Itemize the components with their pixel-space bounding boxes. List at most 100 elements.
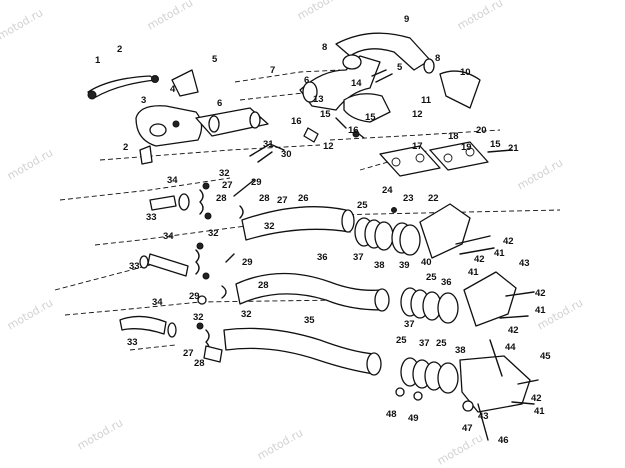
callout-label: 41 [494, 248, 505, 259]
exhaust-pipe [223, 327, 375, 375]
callout-label: 24 [382, 185, 393, 196]
washer [197, 295, 207, 305]
exhaust-pipe-36 [235, 272, 390, 312]
clamp-ring [374, 221, 394, 251]
callout-label: 29 [251, 177, 262, 188]
stud [489, 339, 503, 377]
watermark-text: motod.ru [75, 416, 125, 452]
callout-label: 11 [421, 95, 432, 106]
reference-line [64, 299, 341, 316]
callout-label: 43 [478, 411, 489, 422]
stud [371, 69, 393, 83]
callout-label: 25 [357, 200, 368, 211]
watermark-text: motod.ru [295, 0, 345, 23]
callout-label: 12 [323, 141, 334, 152]
callout-label: 27 [183, 348, 194, 359]
callout-label: 39 [399, 260, 410, 271]
exhaust-gasket [379, 145, 441, 177]
coupler-stack-middle [400, 271, 535, 327]
flange-hole [465, 147, 475, 157]
callout-label: 29 [242, 257, 253, 268]
callout-label: 42 [508, 325, 519, 336]
callout-label: 40 [421, 257, 432, 268]
callout-label: 25 [396, 335, 407, 346]
coupler-sleeve [147, 253, 189, 277]
long-bolt [477, 403, 489, 441]
airbox-assembly [135, 105, 269, 165]
mount-bolt [511, 379, 539, 405]
coupler-sleeve [149, 195, 177, 211]
watermark-text: motod.ru [0, 6, 45, 42]
watermark-text: motod.ru [5, 296, 55, 332]
reference-line [94, 209, 561, 246]
spring-anchor [196, 322, 204, 330]
watermark-text: motod.ru [255, 426, 305, 462]
hose-clip [303, 127, 319, 143]
outlet-housing [459, 355, 531, 413]
strap-end [87, 90, 97, 100]
washer [395, 387, 405, 397]
callout-label: 19 [461, 142, 472, 153]
exhaust-elbow [439, 70, 481, 109]
bellows-seal [399, 224, 421, 256]
flange-hole [443, 153, 453, 163]
bracket [203, 345, 223, 363]
outlet-flange [419, 203, 471, 259]
spring [199, 189, 204, 215]
airbox-housing [135, 105, 203, 147]
callout-label: 27 [277, 195, 288, 206]
callout-label: 36 [441, 277, 452, 288]
callout-label: 30 [281, 149, 292, 160]
callout-label: 34 [152, 297, 163, 308]
exhaust-pipe [241, 206, 351, 241]
clip [221, 253, 235, 299]
callout-label: 31 [263, 139, 274, 150]
callout-label: 20 [476, 125, 487, 136]
manifold-flange [343, 93, 391, 123]
screw [391, 207, 397, 213]
grommet [139, 255, 149, 269]
intake-clamp [208, 115, 220, 133]
callout-label: 26 [298, 193, 309, 204]
callout-label: 15 [365, 112, 376, 123]
callout-label: 8 [435, 53, 440, 64]
watermark-text: motod.ru [435, 431, 485, 467]
pipe-end [374, 288, 390, 312]
callout-label: 42 [531, 393, 542, 404]
callout-label: 33 [129, 261, 140, 272]
mount-plate [171, 69, 199, 97]
clip [233, 179, 255, 219]
callout-label: 13 [313, 94, 324, 105]
callout-label: 48 [386, 409, 397, 420]
outlet-flange [463, 271, 517, 327]
callout-label: 7 [270, 65, 275, 76]
watermark-text: motod.ru [515, 156, 565, 192]
exhaust-pipe-35 [223, 327, 382, 376]
watermark-text: motod.ru [5, 146, 55, 182]
callout-label: 14 [351, 78, 362, 89]
pipe-coupler [423, 58, 435, 74]
callout-label: 15 [490, 139, 501, 150]
callout-label: 5 [397, 62, 403, 73]
callout-label: 41 [534, 406, 545, 417]
pipe-end [341, 209, 355, 233]
gasket-hole [391, 157, 401, 167]
watermark-text: motod.ru [145, 0, 195, 33]
exhaust-flange [429, 141, 489, 171]
spring-anchor [202, 272, 210, 280]
callout-label: 34 [167, 175, 178, 186]
pipe-end [366, 352, 382, 376]
callout-label: 47 [462, 423, 473, 434]
gasket-hole [415, 153, 425, 163]
callout-label: 38 [455, 345, 466, 356]
callout-label: 12 [412, 109, 423, 120]
bellows-seal [437, 362, 459, 394]
callout-label: 49 [408, 413, 419, 424]
callout-label: 28 [216, 193, 227, 204]
callout-label: 35 [304, 315, 315, 326]
reference-line [59, 177, 231, 201]
callout-label: 37 [419, 338, 430, 349]
callout-label: 44 [505, 342, 516, 353]
